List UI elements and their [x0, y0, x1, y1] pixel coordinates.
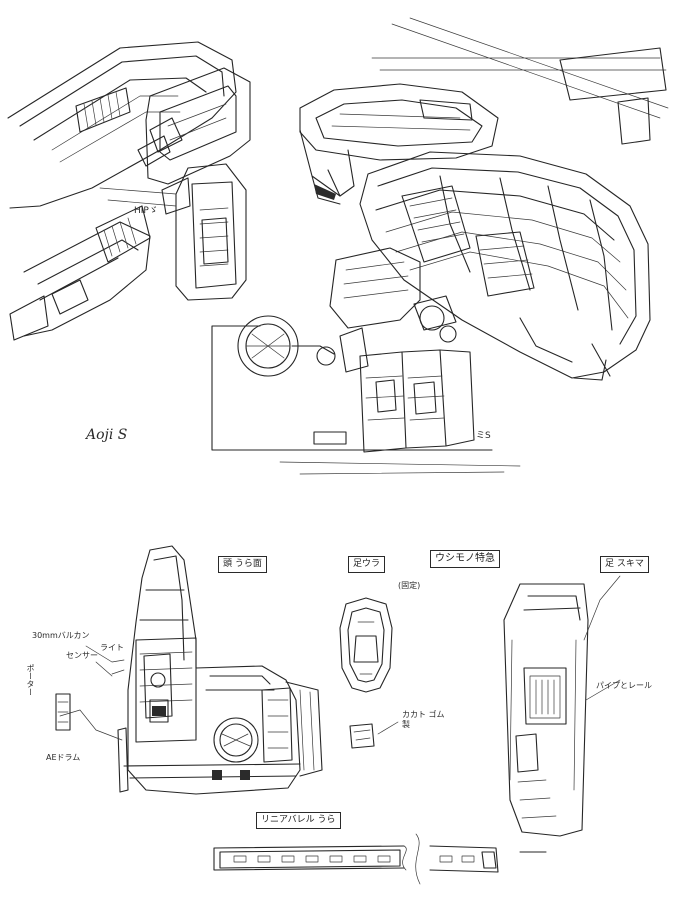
port-note: ポーター — [26, 664, 35, 696]
artist-signature: Aoji S — [86, 427, 128, 443]
sensor-note: センサー — [66, 651, 98, 660]
leg-bottom-sketch — [340, 598, 398, 748]
caption-linear-barrel-back: リニアバレル うら — [256, 812, 341, 829]
upper-left-arm-sketch — [8, 42, 250, 340]
leg-gap-sketch — [504, 576, 620, 852]
caption-leg-gap: 足 スキマ — [600, 556, 649, 573]
upper-side-mark: ミS — [476, 431, 491, 441]
hip-note: HIPゞ — [134, 206, 158, 216]
vulcan-note: 30mmバルカン — [32, 631, 90, 640]
caption-legs-front: 足ウラ — [348, 556, 386, 573]
pipe-rail-note: パイプとレール — [596, 681, 652, 690]
upper-right-hull-sketch — [212, 18, 668, 474]
light-note: ライト — [100, 643, 124, 652]
linear-barrel-sketch — [214, 834, 498, 884]
caption-unchanged: ウシモノ特急 — [430, 550, 500, 568]
head-back-sketch — [56, 546, 322, 794]
caterpillar-rubber-note: カカト ゴム製 — [402, 710, 445, 730]
ae-drum-note: AEドラム — [46, 753, 81, 762]
fixed-note: (固定) — [398, 581, 421, 590]
caption-head-back: 頭 うら面 — [218, 556, 267, 573]
